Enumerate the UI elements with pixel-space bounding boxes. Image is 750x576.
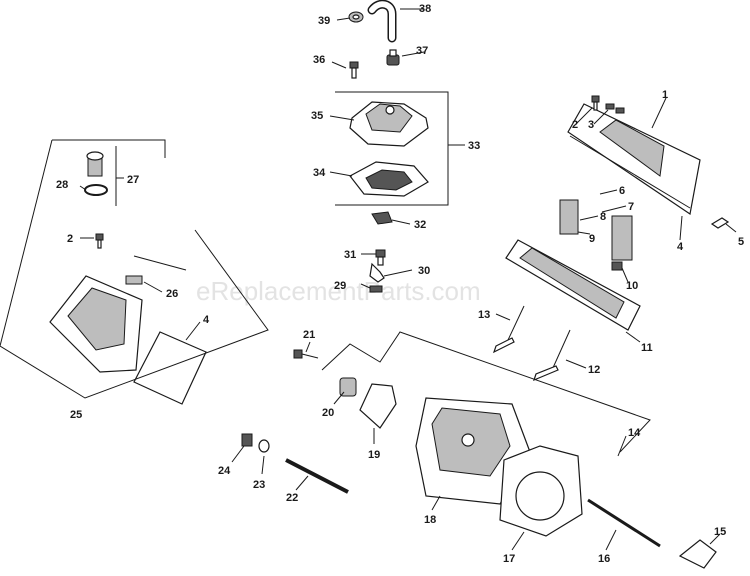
label-11: 11 <box>641 342 653 354</box>
label-16: 16 <box>598 553 610 565</box>
leader-lines <box>0 8 737 551</box>
label-2-left: 2 <box>67 233 73 245</box>
part-20-spacer <box>339 377 357 397</box>
part-4-gasket-left <box>133 331 207 405</box>
part-21-screw <box>293 349 319 359</box>
label-10: 10 <box>626 280 638 292</box>
label-2-top: 2 <box>572 119 578 131</box>
part-1-valve-cover-assembly <box>567 103 701 216</box>
label-15: 15 <box>714 526 726 538</box>
label-18: 18 <box>424 514 436 526</box>
label-6: 6 <box>619 185 625 197</box>
label-24: 24 <box>218 465 231 477</box>
part-16-push-rod <box>587 498 661 548</box>
label-1: 1 <box>662 89 668 101</box>
part-19-rocker-arm <box>359 383 397 429</box>
part-18-cylinder-head <box>415 397 531 505</box>
label-12: 12 <box>588 364 600 376</box>
part-32-reed <box>371 211 393 225</box>
part-labels: 1 2 3 4 5 6 7 8 9 10 11 12 13 14 15 16 1… <box>56 3 744 565</box>
part-24-nut <box>241 433 253 447</box>
part-29-screw <box>369 285 383 293</box>
label-14: 14 <box>628 427 641 439</box>
label-26: 26 <box>166 288 178 300</box>
label-9: 9 <box>589 233 595 245</box>
label-8: 8 <box>600 211 606 223</box>
label-22: 22 <box>286 492 298 504</box>
part-35-breather-cover <box>349 101 429 147</box>
label-21: 21 <box>303 329 315 341</box>
part-23-washer <box>258 439 270 453</box>
label-4-right: 4 <box>677 241 684 253</box>
label-25: 25 <box>70 409 82 421</box>
part-12-valve-exhaust <box>533 329 571 382</box>
part-30-fitting <box>369 262 385 283</box>
part-10-retainer <box>611 261 623 271</box>
label-33: 33 <box>468 140 480 152</box>
label-31: 31 <box>344 249 356 261</box>
label-36: 36 <box>313 54 325 66</box>
part-2-screw-top <box>591 95 600 111</box>
label-28: 28 <box>56 179 68 191</box>
label-20: 20 <box>322 407 334 419</box>
label-19: 19 <box>368 449 380 461</box>
part-22-stud <box>285 458 349 494</box>
part-28-o-ring <box>84 184 108 196</box>
label-5: 5 <box>738 236 744 248</box>
part-11-rocker-head <box>505 239 641 331</box>
label-35: 35 <box>311 110 323 122</box>
label-13: 13 <box>478 309 490 321</box>
label-4-left: 4 <box>203 314 210 326</box>
part-15-sleeve <box>678 539 717 569</box>
part-38-breather-hose <box>367 0 397 43</box>
part-26-fitting <box>125 275 143 285</box>
watermark: eReplacementParts.com <box>196 276 481 306</box>
label-38: 38 <box>419 3 431 15</box>
part-13-valve-intake <box>492 305 525 354</box>
label-27: 27 <box>127 174 139 186</box>
part-37-nut <box>386 49 400 66</box>
part-34-breather-gasket <box>349 161 429 197</box>
label-7: 7 <box>628 201 634 213</box>
label-37: 37 <box>416 45 428 57</box>
part-3-screws <box>605 103 625 114</box>
part-6-8-springs <box>559 199 633 261</box>
part-17-head-gasket <box>499 445 583 537</box>
part-5-clip <box>710 217 730 229</box>
part-27-filler-cap <box>86 151 104 177</box>
part-36-screw <box>349 61 359 79</box>
label-3: 3 <box>588 119 594 131</box>
part-39-clamp-ring <box>348 11 364 23</box>
part-2-screw-left <box>95 233 104 249</box>
label-17: 17 <box>503 553 515 565</box>
label-34: 34 <box>313 167 326 179</box>
part-31-screw <box>375 249 386 266</box>
label-30: 30 <box>418 265 430 277</box>
label-39: 39 <box>318 15 330 27</box>
label-23: 23 <box>253 479 265 491</box>
label-32: 32 <box>414 219 426 231</box>
label-29: 29 <box>334 280 346 292</box>
part-25-valve-cover <box>49 275 143 373</box>
